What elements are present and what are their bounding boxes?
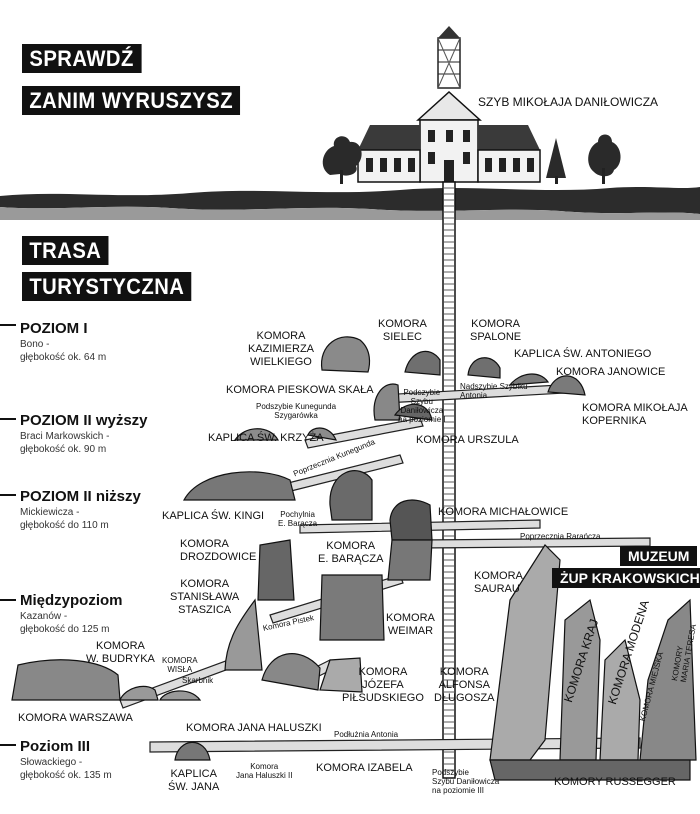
level-desc: Braci Markowskich - głębokość ok. 90 m	[20, 431, 110, 455]
tree-icon	[546, 138, 566, 184]
label-podszybie-danilowicza: Podszybie Szybu Daniłowicza na poziomie …	[398, 388, 446, 424]
main-shaft	[442, 181, 456, 779]
label-kopernika: KOMORA MIKOŁAJA KOPERNIKA	[582, 402, 688, 427]
label-haluszki-ii: Komora Jana Haluszki II	[236, 762, 293, 780]
level-title: Międzypoziom	[20, 592, 123, 609]
label-kazimierza: KOMORA KAZIMIERZA WIELKIEGO	[248, 330, 315, 368]
label-spalone: KOMORA SPALONE	[470, 318, 522, 343]
ground-surface	[0, 187, 700, 214]
tree-icon	[322, 136, 362, 184]
label-russegger: KOMORY RUSSEGGER	[554, 776, 676, 788]
label-wisla: KOMORA WISŁA	[162, 656, 198, 674]
level-markers	[0, 324, 16, 746]
label-skarbnik: Skarbnik	[182, 676, 214, 685]
tree-icon	[588, 134, 621, 184]
label-krzyza: KAPLICA ŚW. KRZYŻA	[208, 432, 324, 444]
label-podszybie-iii: Podszybie Szybu Daniłowicza na poziomie …	[432, 768, 500, 795]
label-sielec: KOMORA SIELEC	[378, 318, 427, 343]
header-line2: ZANIM WYRUSZYSZ	[22, 86, 241, 115]
trasa-line1: TRASA	[22, 236, 109, 265]
label-weimar: KOMORA WEIMAR	[386, 612, 435, 637]
chambers	[11, 336, 697, 781]
level-desc: Mickiewicza - głębokość do 110 m	[20, 507, 109, 531]
label-jana: KAPLICA ŚW. JANA	[168, 768, 220, 793]
label-antoniego: KAPLICA ŚW. ANTONIEGO	[514, 348, 652, 360]
level-title: POZIOM II wyższy	[20, 412, 148, 429]
label-nadszybie: Nadszybie Szybiku Antonia	[460, 382, 528, 400]
header-line1: SPRAWDŹ	[22, 44, 142, 73]
level-title: Poziom III	[20, 738, 91, 755]
level-title: POZIOM I	[20, 320, 88, 337]
label-warszawa: KOMORA WARSZAWA	[18, 712, 133, 724]
label-saurau: KOMORA SAURAU	[474, 570, 523, 595]
trasa-line2: TURYSTYCZNA	[22, 272, 192, 301]
level-title: POZIOM II niższy	[20, 488, 141, 505]
label-haluszki: KOMORA JANA HALUSZKI	[186, 722, 322, 734]
label-podszybie-kunegunda: Podszybie Kunegunda Szygarówka	[256, 402, 337, 420]
label-michalowice: KOMORA MICHAŁOWICE	[438, 506, 569, 518]
label-budryka: KOMORA W. BUDRYKA	[86, 640, 155, 665]
label-dlugosza: KOMORA ALFONSA DŁUGOSZA	[434, 666, 495, 704]
level-desc: Bono - głębokość ok. 64 m	[20, 339, 107, 363]
label-kingi: KAPLICA ŚW. KINGI	[162, 510, 265, 522]
label-pilsudskiego: KOMORA JÓZEFA PIŁSUDSKIEGO	[342, 666, 424, 704]
label-urszula: KOMORA URSZULA	[416, 434, 519, 446]
label-poprzecznia-raranca: Poprzecznia Rarańcza	[520, 532, 601, 541]
level-desc: Słowackiego - głębokość ok. 135 m	[20, 757, 112, 781]
label-izabela: KOMORA IZABELA	[316, 762, 413, 774]
label-janowice: KOMORA JANOWICE	[556, 366, 666, 378]
label-staszica: KOMORA STANISŁAWA STASZICA	[170, 578, 240, 616]
label-baracza: KOMORA E. BARĄCZA	[318, 540, 384, 565]
label-pieskowa: KOMORA PIESKOWA SKAŁA	[226, 384, 374, 396]
shaft-label: SZYB MIKOŁAJA DANIŁOWICZA	[478, 95, 659, 109]
label-drozdowice: KOMORA DROZDOWICE	[180, 538, 257, 563]
level-desc: Kazanów - głębokość do 125 m	[20, 611, 110, 635]
label-pochylnia: Pochylnia E. Barącza	[278, 510, 318, 528]
shaft-building-icon	[357, 26, 541, 183]
muzeum-line2: ŻUP KRAKOWSKICH	[552, 568, 700, 588]
muzeum-line1: MUZEUM	[620, 546, 698, 566]
label-podluznia-antonia: Podłużnia Antonia	[334, 730, 399, 739]
